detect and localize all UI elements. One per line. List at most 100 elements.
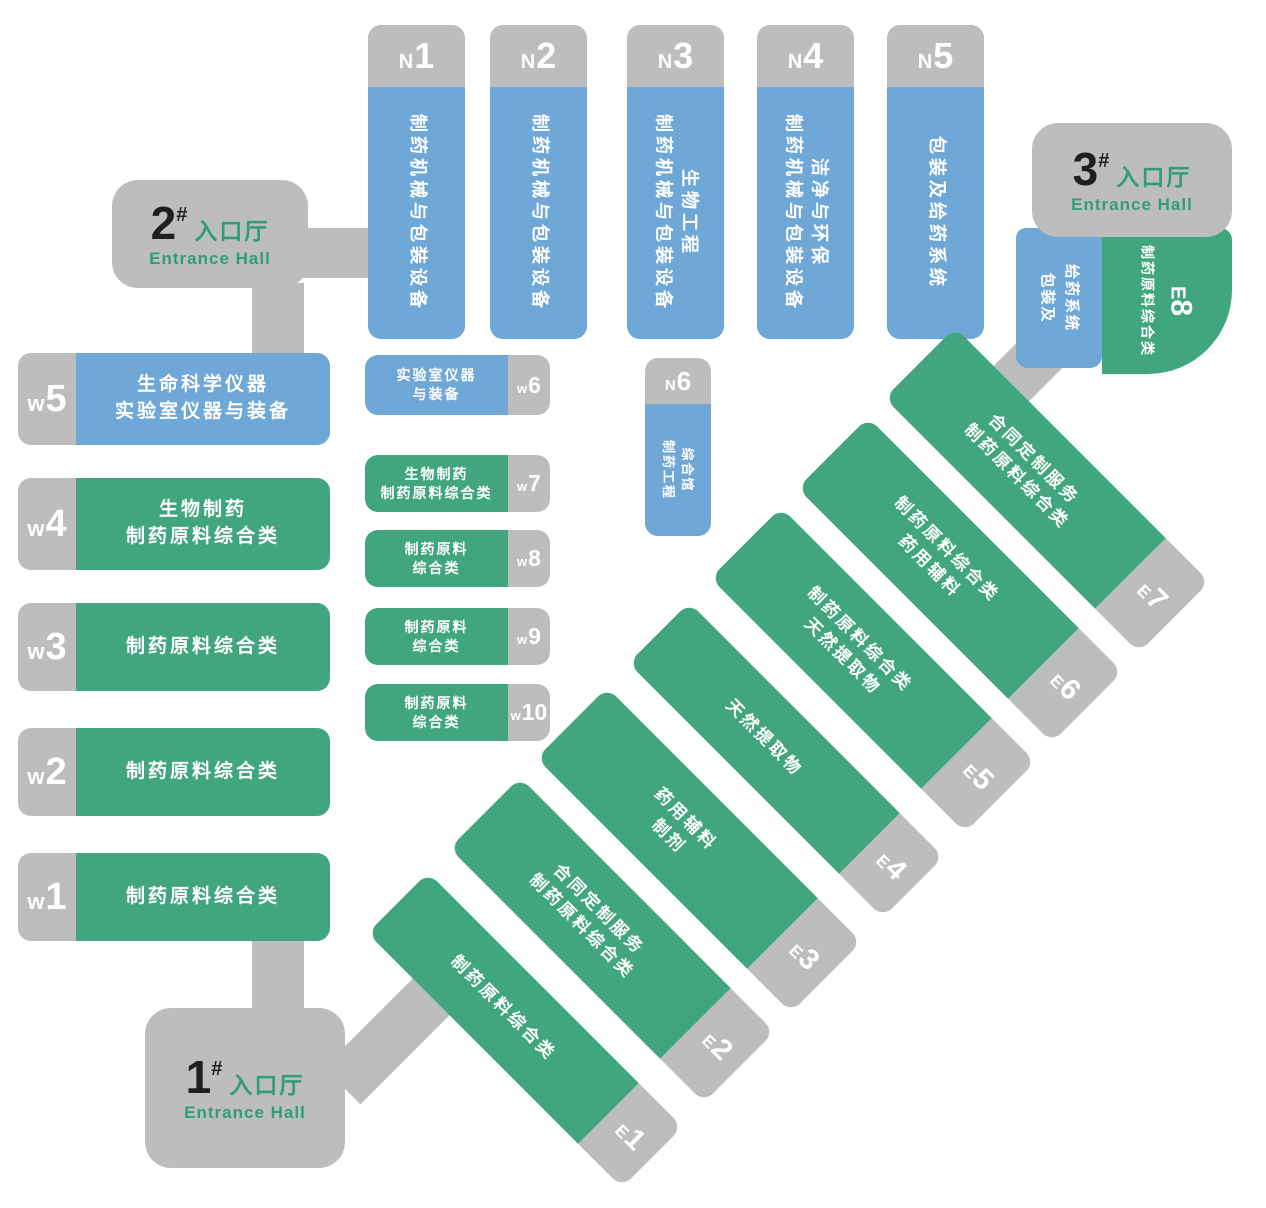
hall-n4-label-line1: 制药机械与包装设备 — [783, 114, 804, 312]
hall-w10-code-letter: w — [510, 708, 521, 723]
hall-w7-body: 生物制药 制药原料综合类 — [365, 455, 508, 512]
hall-e8-label-line: 制药原料综合类 — [1139, 245, 1156, 357]
hall-w3-code-letter: w — [27, 639, 45, 664]
hall-n3-body: 生物工程 制药机械与包装设备 — [627, 87, 724, 339]
hall-w2-code-letter: w — [27, 764, 45, 789]
hall-w3-label: 制药原料综合类 — [76, 603, 330, 691]
hall-w4-label-line1: 生物制药 — [158, 499, 247, 521]
hall-n6-label: 综合馆 制药工程 — [661, 440, 696, 500]
hall-w5-label-line1: 生命科学仪器 — [136, 374, 269, 396]
hall-w1-body: 制药原料综合类 — [76, 853, 330, 941]
hall-n6-body: 综合馆 制药工程 — [645, 404, 711, 536]
hall-e8-code-number: 8 — [1164, 299, 1198, 317]
entrance-hall-2-title: 2#入口厅 — [151, 200, 270, 246]
hall-n3-label: 生物工程 制药机械与包装设备 — [652, 114, 700, 312]
hall-e8-code-letter: E — [1166, 285, 1189, 300]
hall-n4-code-letter: N — [787, 51, 803, 73]
hall-w5-code-letter: w — [27, 391, 45, 416]
connector-entrance1-w1 — [252, 935, 304, 1012]
entrance-hall-1[interactable]: 1#入口厅 Entrance Hall — [145, 1008, 345, 1168]
hall-n2-label-line: 制药机械与包装设备 — [529, 114, 550, 312]
hall-w4-code-letter: w — [27, 516, 45, 541]
hall-w1-code-number: 1 — [45, 876, 67, 918]
connector-entrance2-w5 — [252, 283, 304, 358]
hall-w7-label: 生物制药 制药原料综合类 — [365, 455, 508, 512]
entrance-hall-2[interactable]: 2#入口厅 Entrance Hall — [112, 180, 308, 288]
hall-packaging-drug-delivery[interactable]: 给药系统 包装及 — [1016, 228, 1102, 368]
entrance-hall-1-label-en: Entrance Hall — [184, 1102, 306, 1122]
hall-n6-label-line2: 综合馆 — [680, 447, 696, 493]
entrance-hall-3-number: 3 — [1072, 142, 1099, 195]
hall-w10-code-number: 10 — [521, 699, 548, 725]
hall-w2-label: 制药原料综合类 — [76, 728, 330, 816]
hall-w1-code-letter: w — [27, 889, 45, 914]
entrance-hall-2-label-en: Entrance Hall — [149, 248, 271, 268]
entrance-hall-3[interactable]: 3#入口厅 Entrance Hall — [1032, 123, 1232, 237]
hall-n4-label-line2: 洁净与环保 — [809, 158, 830, 268]
entrance-hall-3-title: 3#入口厅 — [1073, 146, 1192, 192]
hall-w4-body: 生物制药 制药原料综合类 — [76, 478, 330, 570]
hall-w5-code-number: 5 — [45, 378, 67, 420]
hall-packaging-label: 给药系统 包装及 — [1038, 264, 1080, 332]
hall-w8-body: 制药原料 综合类 — [365, 530, 508, 587]
entrance-hall-1-number: 1 — [185, 1050, 212, 1103]
entrance-hall-2-hash: # — [176, 203, 188, 226]
entrance-hall-2-label-cn: 入口厅 — [194, 217, 270, 244]
hall-w1-label: 制药原料综合类 — [76, 853, 330, 941]
hall-w8-code-letter: w — [517, 554, 528, 569]
hall-w2-label-line: 制药原料综合类 — [125, 760, 280, 782]
hall-e1-label-line: 制药原料综合类 — [447, 951, 560, 1064]
hall-w8-label: 制药原料 综合类 — [365, 530, 508, 587]
hall-packaging-label-line1: 包装及 — [1039, 272, 1056, 324]
entrance-hall-3-hash: # — [1098, 149, 1110, 172]
hall-w3-code-number: 3 — [45, 626, 67, 668]
hall-w2-body: 制药原料综合类 — [76, 728, 330, 816]
entrance-hall-3-label-cn: 入口厅 — [1116, 163, 1192, 190]
hall-w8-label-line2: 综合类 — [412, 559, 461, 576]
hall-n3-code-number: 3 — [673, 35, 694, 76]
hall-n1-label: 制药机械与包装设备 — [406, 114, 427, 312]
hall-n3-label-line1: 制药机械与包装设备 — [653, 114, 674, 312]
hall-n5-label-line: 包装及给药系统 — [926, 136, 947, 290]
hall-n4-label: 洁净与环保 制药机械与包装设备 — [782, 114, 830, 312]
hall-w7-code-number: 7 — [528, 470, 541, 496]
